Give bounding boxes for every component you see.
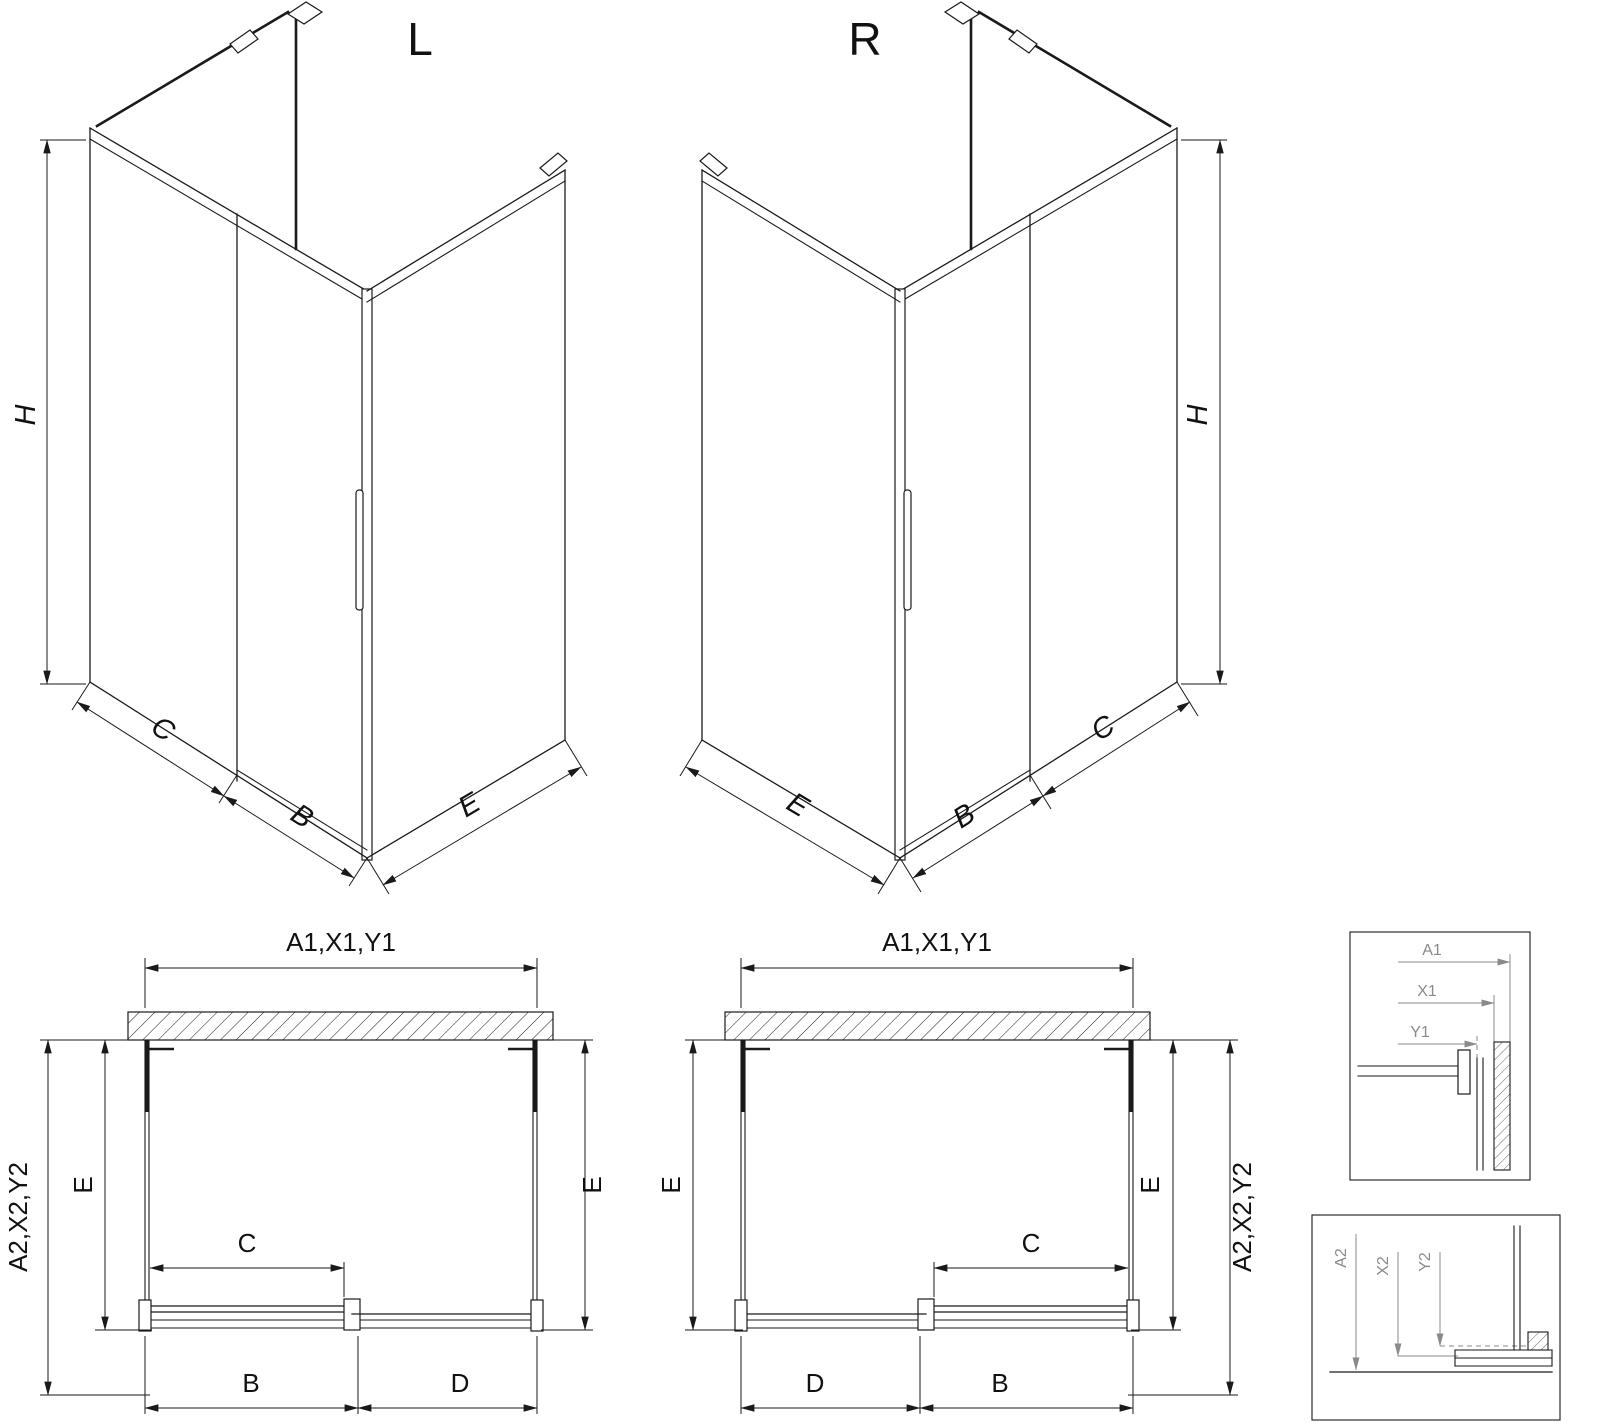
dim-label-depth: A2,X2,Y2 (3, 1162, 33, 1272)
dim-label-c: C (1086, 709, 1122, 748)
end-profile (530, 1299, 544, 1332)
wall-bracket (229, 29, 259, 54)
dim-label-e-right: E (577, 1176, 607, 1193)
plan-left-dimensions: A1,X1,Y1 A2,X2,Y2 E E C B D (3, 927, 607, 1414)
detail-box (1311, 1214, 1561, 1421)
dimension-h-right: H (1181, 139, 1227, 685)
glass-panels-left (89, 127, 566, 861)
detail-box (1349, 931, 1531, 1181)
dimensions-cbe-left: C B E (71, 681, 588, 895)
wall-profile-hatched (1493, 1041, 1511, 1171)
profile-section-bottom (1329, 1225, 1553, 1373)
dim-label-y1: Y1 (1410, 1024, 1430, 1041)
wall-bracket (699, 152, 728, 177)
dim-label-width: A1,X1,Y1 (882, 927, 992, 957)
dimensions-ebc-right: E B C (679, 681, 1199, 895)
iso-view-right: R H (679, 1, 1227, 895)
dim-label-a1: A1 (1422, 942, 1442, 959)
detail-view-top: A1 X1 Y1 (1349, 931, 1531, 1181)
plan-view-right: A1,X1,Y1 E E A2,X2,Y2 C D B (656, 927, 1257, 1414)
profile-section-top (1357, 1041, 1511, 1171)
dim-label-h: H (10, 404, 42, 425)
dim-label-c: C (145, 710, 181, 749)
end-profile (138, 1299, 152, 1332)
dim-label-c: C (238, 1228, 257, 1258)
dim-label-e: E (781, 787, 815, 825)
dim-label-c: C (1022, 1228, 1041, 1258)
dim-label-d: D (806, 1368, 825, 1398)
dim-label-e-left: E (68, 1176, 98, 1193)
wall-bracket (539, 152, 568, 177)
track-profile-hatched (1527, 1331, 1549, 1351)
wall-bracket (286, 1, 324, 25)
support-bars-right (699, 1, 1172, 251)
plan-glass-right (734, 1039, 1140, 1332)
dim-label-h: H (1182, 404, 1214, 425)
wall-section-hatched (724, 1011, 1151, 1041)
plan-right-dimensions: A1,X1,Y1 E E A2,X2,Y2 C D B (656, 927, 1257, 1414)
dim-label-d: D (451, 1368, 470, 1398)
end-profile (734, 1299, 748, 1332)
dim-label-b: B (991, 1368, 1008, 1398)
dim-label-y2: Y2 (1417, 1252, 1434, 1272)
wall-section-hatched (127, 1011, 554, 1041)
dim-label-a2: A2 (1333, 1248, 1350, 1268)
dim-label-e-right: E (1135, 1176, 1165, 1193)
dim-label-e: E (453, 786, 487, 824)
glass-panels-right (701, 127, 1178, 861)
door-handle (355, 489, 364, 611)
detail-view-bottom: A2 X2 Y2 (1311, 1214, 1561, 1421)
dim-label-x1: X1 (1417, 983, 1437, 1000)
wall-bracket (943, 1, 981, 25)
end-profile (1126, 1299, 1140, 1332)
corner-bracket (1457, 1049, 1471, 1095)
dimension-h-left: H (10, 139, 86, 685)
dim-label-x2: X2 (1375, 1256, 1392, 1276)
door-handle (903, 489, 912, 611)
iso-view-left: L H (10, 1, 588, 895)
support-bars-left (95, 1, 568, 251)
wall-bracket (1008, 29, 1038, 54)
view-title-right: R (848, 13, 881, 65)
plan-view-left: A1,X1,Y1 A2,X2,Y2 E E C B D (3, 927, 607, 1414)
plan-glass-left (138, 1039, 544, 1332)
view-title-left: L (407, 13, 433, 65)
dim-label-width: A1,X1,Y1 (286, 927, 396, 957)
dim-label-depth: A2,X2,Y2 (1227, 1162, 1257, 1272)
dim-label-b: B (242, 1368, 259, 1398)
dim-label-e-left: E (656, 1176, 686, 1193)
